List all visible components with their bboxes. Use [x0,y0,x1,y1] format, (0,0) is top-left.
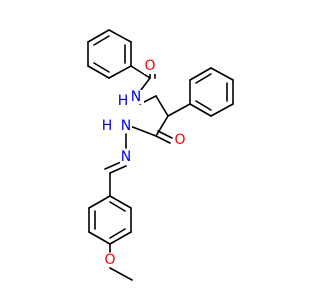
atom-o-carbonyl-right: O [174,132,185,148]
atom-h-amide: H [118,93,129,109]
atom-o-ether: O [104,252,115,268]
label-bg [120,119,132,133]
atom-n-amide: N [131,89,141,105]
benzoyl-ring [87,29,132,79]
label-bg [120,150,132,164]
label-bg [144,60,156,74]
hydrazide-carbonyl [129,115,173,144]
atom-h-hydrazide: H [102,118,113,134]
hydrazone-linker [104,133,127,197]
label-bg [104,253,116,267]
amide-linkage [139,95,169,117]
atom-n-hydrazide: N [121,118,131,134]
label-bg [118,95,128,107]
atom-labels: O N H O N H N O [102,58,186,268]
label-bg [174,133,186,147]
label-bg [128,90,144,104]
methoxyphenyl-ring [88,195,132,245]
phenyl-ring [167,67,234,117]
chemical-structure: O N H O N H N O [87,29,234,281]
atom-o-carbonyl-top: O [144,58,155,74]
molecule-drawing: O N H O N H N O [87,29,234,281]
atom-n-imine: N [121,149,131,165]
label-bg [102,120,112,132]
methoxy-group [109,243,133,281]
